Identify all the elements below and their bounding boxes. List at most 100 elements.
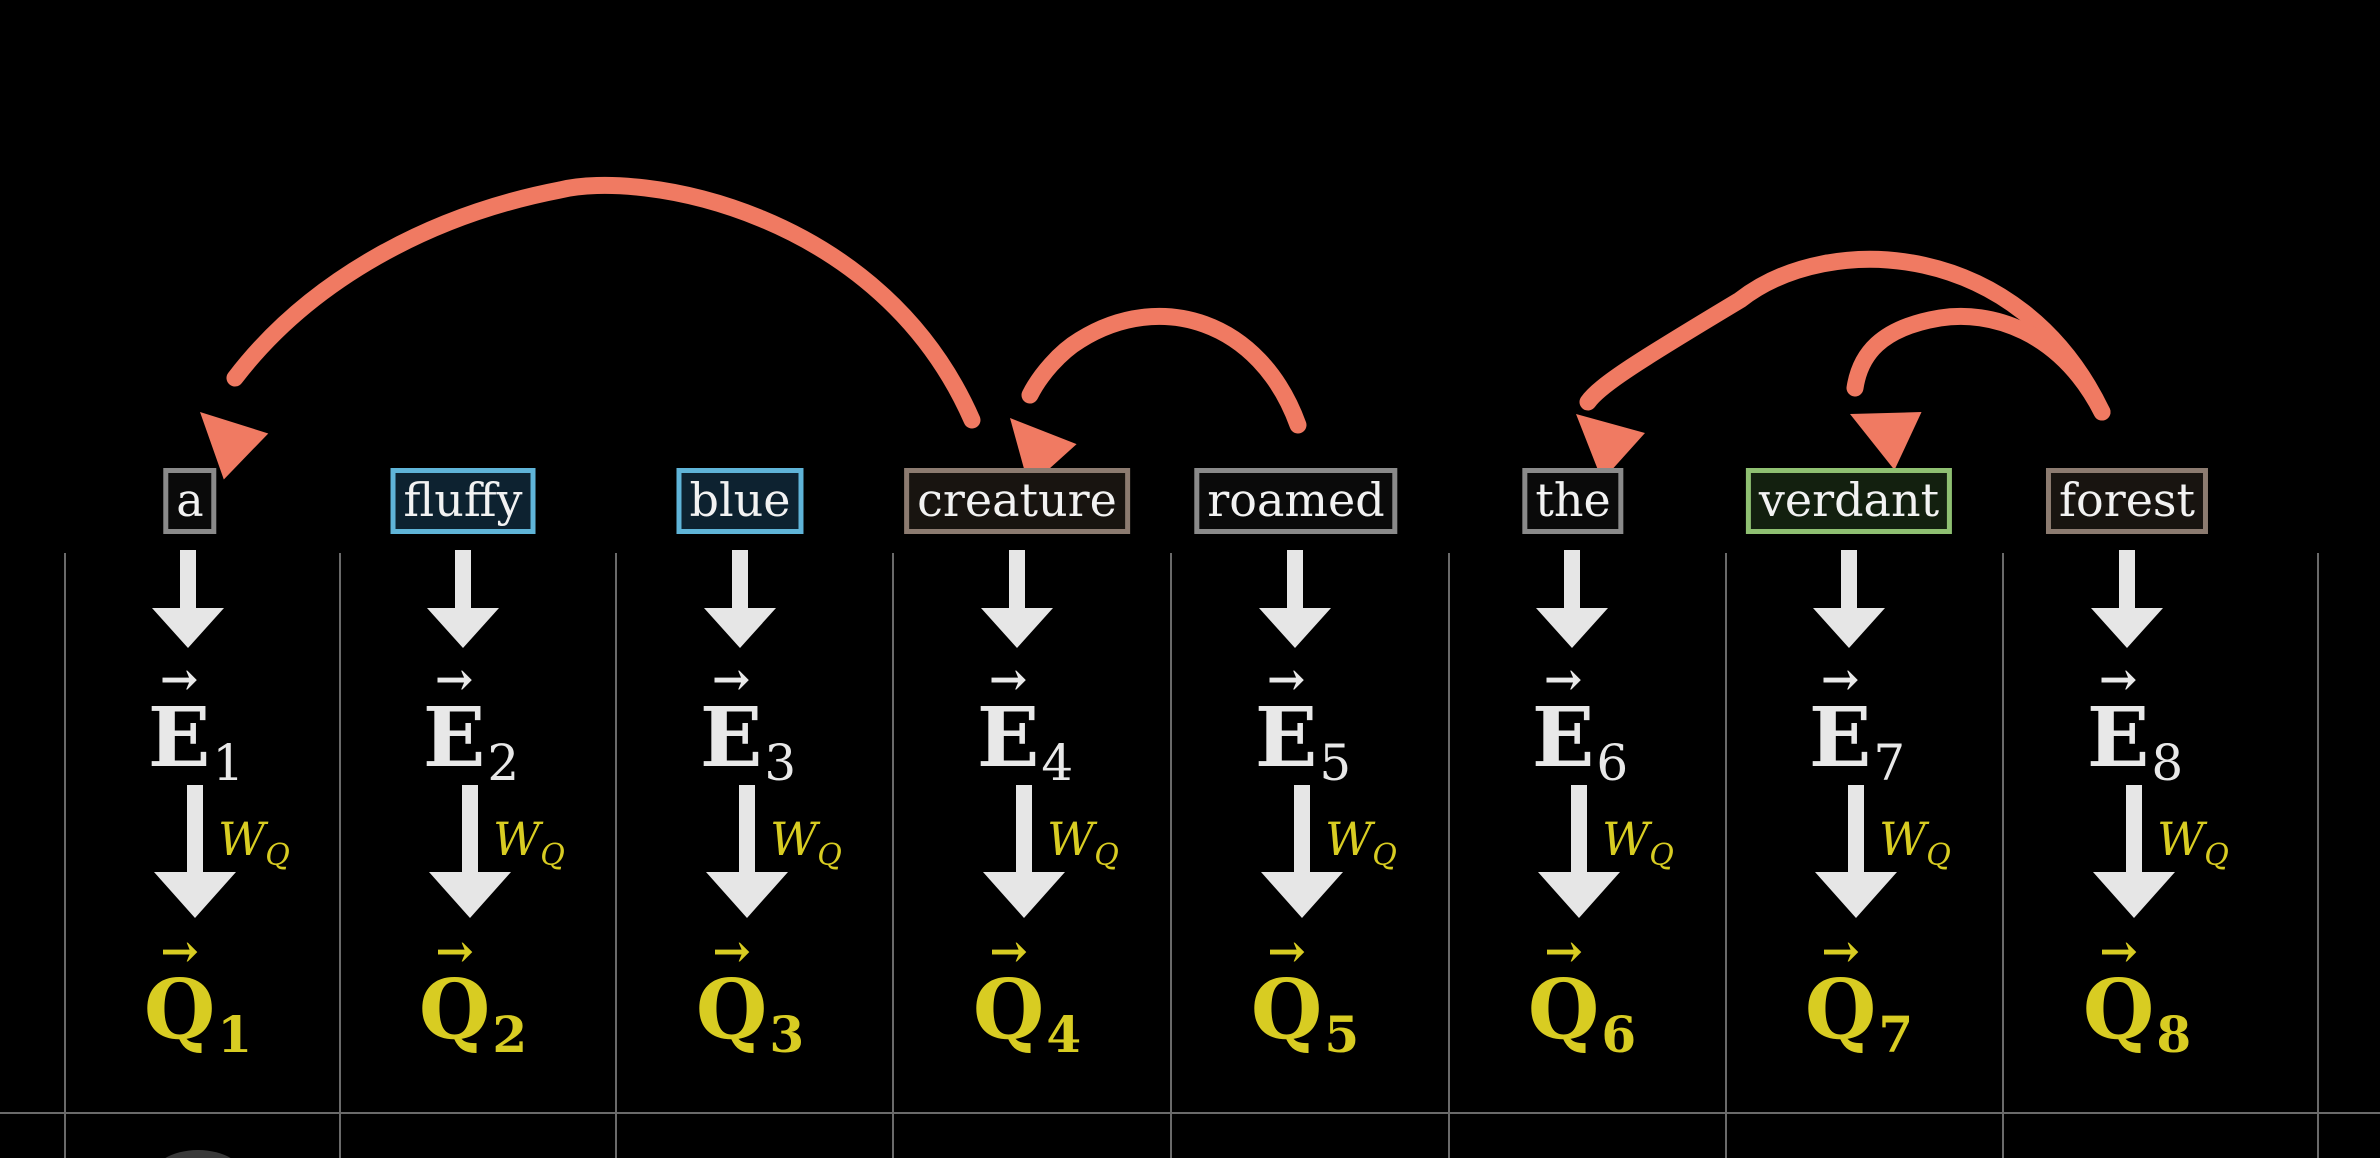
vector-letter: →Q xyxy=(1804,928,1877,1058)
query-vector-2: →Q2 xyxy=(419,928,527,1064)
vector-arrow-icon: → xyxy=(1821,924,1860,978)
query-vector-8: →Q8 xyxy=(2083,928,2192,1064)
vector-arrow-icon: → xyxy=(434,652,474,706)
token-to-embedding-arrow xyxy=(704,550,776,648)
wq-projection-arrow xyxy=(1815,785,1897,918)
vector-letter: →E xyxy=(2086,656,2150,786)
attention-arc xyxy=(1846,307,2111,421)
token-blue: blue xyxy=(676,468,804,534)
vector-index: 6 xyxy=(1596,734,1629,792)
vector-index: 7 xyxy=(1878,1005,1914,1064)
vector-symbol: Q xyxy=(1250,962,1323,1058)
wq-projection-arrow xyxy=(154,785,236,918)
vector-arrow-icon: → xyxy=(1267,924,1306,978)
vector-index: 2 xyxy=(487,734,520,792)
vector-letter: →Q xyxy=(2083,928,2154,1058)
vector-arrow-icon: → xyxy=(1544,924,1583,978)
vector-symbol: E xyxy=(699,690,763,786)
wq-letter: W xyxy=(770,812,818,866)
vector-symbol: Q xyxy=(1527,962,1600,1058)
vector-letter: →Q xyxy=(143,928,216,1058)
vector-letter: →Q xyxy=(973,928,1044,1058)
attention-arrowhead xyxy=(1850,412,1922,471)
wq-label: WQ xyxy=(1047,812,1119,873)
token-roamed: roamed xyxy=(1194,468,1398,534)
wq-letter: W xyxy=(1047,812,1095,866)
vector-arrow-icon: → xyxy=(2099,924,2138,978)
vector-letter: →E xyxy=(977,656,1040,786)
vector-letter: →E xyxy=(148,656,211,786)
query-vector-5: →Q5 xyxy=(1250,928,1360,1064)
embedding-vector-5: →E5 xyxy=(1254,656,1351,792)
vector-arrow-icon: → xyxy=(159,652,199,706)
wq-subscript: Q xyxy=(1926,838,1951,873)
vector-index: 7 xyxy=(1873,734,1906,792)
token-to-embedding-arrow xyxy=(152,550,224,648)
attention-arc xyxy=(226,177,981,429)
vector-arrow-icon: → xyxy=(160,924,199,978)
wq-label: WQ xyxy=(218,812,290,873)
vector-arrow-icon: → xyxy=(435,924,474,978)
wq-label: WQ xyxy=(1325,812,1397,873)
attention-arc xyxy=(1021,307,1307,434)
embedding-vector-3: →E3 xyxy=(699,656,796,792)
query-vector-1: →Q1 xyxy=(143,928,252,1064)
wq-subscript: Q xyxy=(265,838,290,873)
attention-arrowhead xyxy=(1576,414,1645,481)
token-a: a xyxy=(163,468,217,534)
wq-label: WQ xyxy=(493,812,565,873)
vector-letter: →Q xyxy=(1527,928,1600,1058)
wq-subscript: Q xyxy=(817,838,842,873)
partial-circle-shape xyxy=(165,1150,231,1158)
embedding-vector-8: →E8 xyxy=(2086,656,2183,792)
wq-letter: W xyxy=(218,812,266,866)
token-to-embedding-arrow xyxy=(981,550,1053,648)
vector-letter: →Q xyxy=(1250,928,1323,1058)
wq-projection-arrow xyxy=(2093,785,2175,918)
wq-label: WQ xyxy=(2157,812,2229,873)
vector-arrow-icon: → xyxy=(989,924,1028,978)
vector-letter: →E xyxy=(422,656,486,786)
wq-label: WQ xyxy=(770,812,842,873)
vector-index: 6 xyxy=(1601,1005,1637,1064)
token-to-embedding-arrow xyxy=(2091,550,2163,648)
query-vector-4: →Q4 xyxy=(973,928,1081,1064)
vector-symbol: E xyxy=(1808,690,1872,786)
vector-arrow-icon: → xyxy=(2098,652,2138,706)
wq-letter: W xyxy=(493,812,541,866)
vector-letter: →E xyxy=(1254,656,1318,786)
vector-symbol: E xyxy=(1254,690,1318,786)
vector-index: 4 xyxy=(1041,734,1074,792)
token-fluffy: fluffy xyxy=(390,468,536,534)
vector-letter: →E xyxy=(699,656,763,786)
token-to-embedding-arrow xyxy=(1536,550,1608,648)
token-verdant: verdant xyxy=(1745,468,1953,534)
query-vector-6: →Q6 xyxy=(1527,928,1637,1064)
vector-symbol: E xyxy=(422,690,486,786)
token-the: the xyxy=(1522,468,1624,534)
vector-symbol: Q xyxy=(695,962,768,1058)
wq-letter: W xyxy=(1325,812,1373,866)
attention-arrowhead xyxy=(200,412,269,480)
vector-arrow-icon: → xyxy=(1820,652,1860,706)
vector-symbol: Q xyxy=(1804,962,1877,1058)
wq-letter: W xyxy=(1879,812,1927,866)
wq-subscript: Q xyxy=(2204,838,2229,873)
vector-index: 5 xyxy=(1324,1005,1360,1064)
vector-letter: →E xyxy=(1808,656,1872,786)
wq-projection-arrow xyxy=(429,785,511,918)
vector-symbol: Q xyxy=(143,962,216,1058)
vector-index: 8 xyxy=(2156,1005,2192,1064)
vector-symbol: E xyxy=(2086,690,2150,786)
vector-symbol: E xyxy=(1531,690,1595,786)
embedding-vector-1: →E1 xyxy=(148,656,244,792)
embedding-vector-2: →E2 xyxy=(422,656,520,792)
token-creature: creature xyxy=(904,468,1130,534)
vector-letter: →E xyxy=(1531,656,1595,786)
attention-arc xyxy=(1579,250,2111,421)
wq-letter: W xyxy=(2157,812,2205,866)
embedding-vector-4: →E4 xyxy=(977,656,1074,792)
vector-index: 3 xyxy=(769,1005,805,1064)
